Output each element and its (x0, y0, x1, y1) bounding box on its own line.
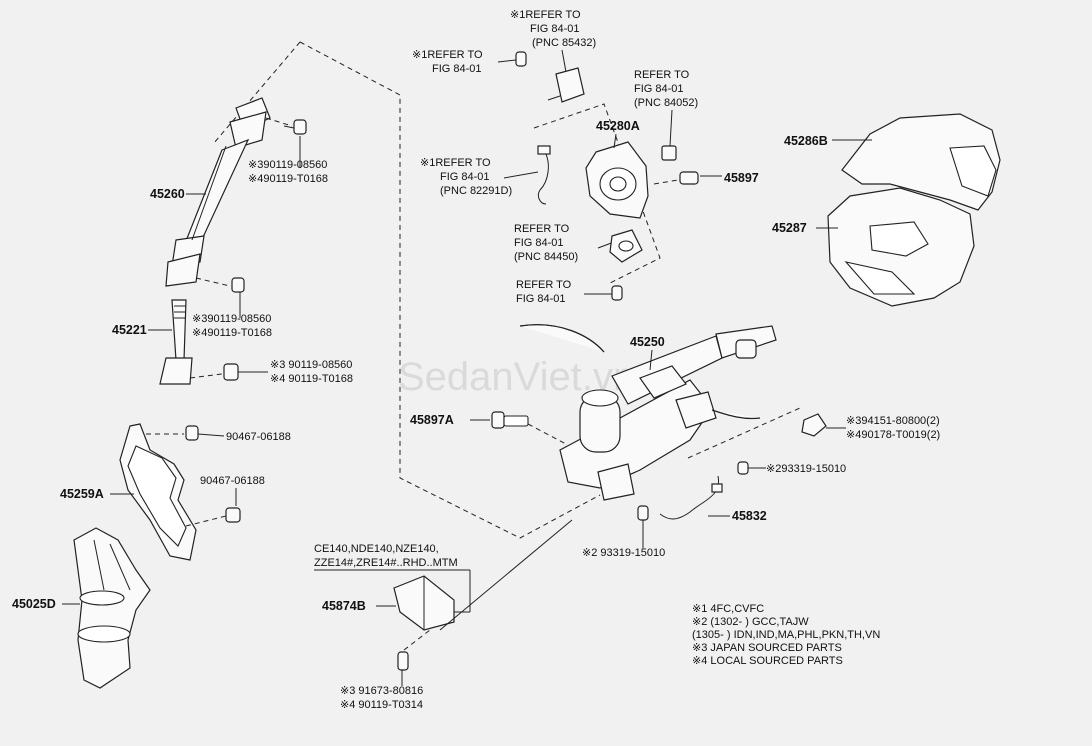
callout-bolt-1b: ※490119-T0168 (248, 173, 328, 185)
ref-r6-line1: REFER TO (516, 279, 572, 291)
callout-nut-b: ※490178-T0019(2) (846, 429, 940, 441)
note-2: ※2 (1302- ) GCC,TAJW (692, 616, 809, 628)
ref-r3-line1: REFER TO (634, 69, 690, 81)
callout-bolt-bottom-a: ※3 91673-80816 (340, 685, 423, 697)
callout-bolt-3b: ※4 90119-T0168 (270, 373, 353, 385)
callout-bolt-2b: ※490119-T0168 (192, 327, 272, 339)
note-5: ※4 LOCAL SOURCED PARTS (692, 655, 843, 667)
bolt-icon (491, 411, 529, 429)
model-note-line1: CE140,NDE140,NZE140, (314, 543, 439, 555)
ref-r4-line2: FIG 84-01 (440, 171, 490, 183)
note-4: ※3 JAPAN SOURCED PARTS (692, 642, 842, 654)
assembly-outline (299, 41, 601, 539)
bolt-icon (223, 363, 239, 381)
part-45286b-upper-column-cover[interactable] (841, 113, 1001, 211)
ref-r6-line2: FIG 84-01 (516, 293, 566, 305)
note-1: ※1 4FC,CVFC (692, 603, 764, 615)
ref-r4-line1: ※1REFER TO (420, 157, 491, 169)
part-harness-82291d[interactable] (537, 145, 551, 205)
part-45259a-column-hole-cover[interactable] (119, 423, 197, 561)
note-3: (1305- ) IDN,IND,MA,PHL,PKN,TH,VN (692, 629, 880, 641)
callout-bolt-3a: ※3 90119-08560 (270, 359, 352, 371)
label-45832[interactable]: 45832 (732, 509, 767, 523)
label-45286b[interactable]: 45286B (784, 134, 828, 148)
ref-r3-line2: FIG 84-01 (634, 83, 684, 95)
clip-icon (225, 507, 241, 523)
part-switch-85432[interactable] (547, 67, 585, 103)
footnotes: ※1 4FC,CVFC ※2 (1302- ) GCC,TAJW (1305- … (692, 603, 880, 667)
ref-r1-line2: FIG 84-01 (530, 23, 580, 35)
ref-r1-line1: ※1REFER TO (510, 9, 581, 21)
model-note-line2: ZZE14#,ZRE14#..RHD..MTM (314, 557, 458, 569)
ref-r1-line3: (PNC 85432) (532, 37, 596, 49)
callout-bolt-1a: ※390119-08560 (248, 159, 327, 171)
callout-bolt-2a: ※390119-08560 (192, 313, 271, 325)
label-45259a[interactable]: 45259A (60, 487, 104, 501)
ref-r5-line2: FIG 84-01 (514, 237, 564, 249)
part-sensor-84450[interactable] (609, 229, 643, 263)
label-45897a[interactable]: 45897A (410, 413, 454, 427)
callout-screw-a: ※293319-15010 (766, 463, 846, 475)
callout-bolt-bottom-b: ※4 90119-T0314 (340, 699, 423, 711)
part-45025d-steering-boot[interactable] (73, 527, 151, 689)
label-45250[interactable]: 45250 (630, 335, 665, 349)
part-45250-steering-column[interactable] (519, 324, 777, 501)
label-45897[interactable]: 45897 (724, 171, 759, 185)
screw-icon (611, 285, 623, 301)
screw-icon (637, 505, 649, 521)
clip-icon (185, 425, 199, 441)
part-45287-lower-column-cover[interactable] (827, 187, 975, 307)
ref-r4-line3: (PNC 82291D) (440, 185, 512, 197)
label-45280a[interactable]: 45280A (596, 119, 640, 133)
nut-icon (801, 413, 827, 437)
callout-clip-1: 90467-06188 (226, 431, 291, 443)
part-45832-wire[interactable] (659, 475, 723, 520)
screw-icon (515, 51, 527, 67)
part-45221-lower-shaft[interactable] (159, 299, 193, 385)
label-45025d[interactable]: 45025D (12, 597, 56, 611)
callout-nut-a: ※394151-80800(2) (846, 415, 940, 427)
bolt-icon (397, 651, 409, 671)
callout-clip-2: 90467-06188 (200, 475, 265, 487)
part-sensor-84052[interactable] (661, 145, 677, 161)
part-45874b-bracket[interactable] (393, 575, 455, 631)
part-45280a-spiral-cable[interactable] (585, 141, 649, 219)
ref-r3-line3: (PNC 84052) (634, 97, 698, 109)
ref-r5-line1: REFER TO (514, 223, 570, 235)
screw-icon (737, 461, 749, 475)
label-45287[interactable]: 45287 (772, 221, 807, 235)
label-45221[interactable]: 45221 (112, 323, 147, 337)
part-45260-intermediate-shaft[interactable] (165, 97, 271, 287)
ref-r5-line3: (PNC 84450) (514, 251, 578, 263)
callout-screw-b: ※2 93319-15010 (582, 547, 665, 559)
bolt-icon (231, 277, 245, 293)
ref-r2-line2: FIG 84-01 (432, 63, 482, 75)
label-45874b[interactable]: 45874B (322, 599, 366, 613)
bolt-icon (283, 119, 307, 135)
ref-r2-line1: ※1REFER TO (412, 49, 483, 61)
screw-icon (679, 171, 699, 185)
label-45260[interactable]: 45260 (150, 187, 185, 201)
